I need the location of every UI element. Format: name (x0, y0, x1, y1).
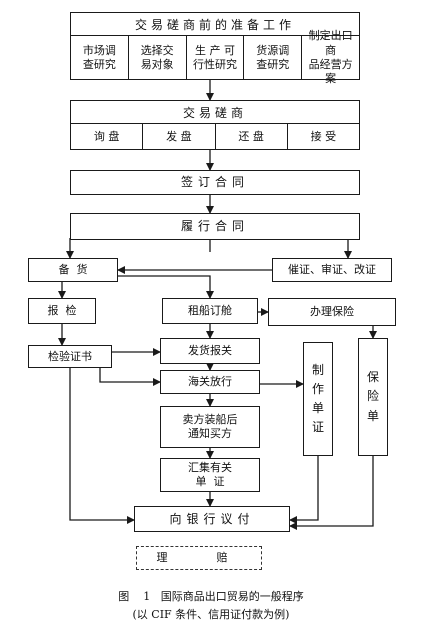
shipping-notice-box: 卖方装船后 通知买方 (160, 406, 260, 448)
figure-caption: 图 1 国际商品出口贸易的一般程序 (118, 590, 304, 603)
preparation-title: 交易磋商前的准备工作 (71, 13, 359, 36)
insurance-box: 办理保险 (268, 298, 396, 326)
negotiation-inquiry: 询 盘 (71, 124, 144, 150)
sign-contract-box: 签订合同 (70, 170, 360, 195)
policy-char-3: 单 (366, 408, 379, 423)
inspection-certificate-box: 检验证书 (28, 345, 112, 368)
negotiation-offer: 发 盘 (143, 124, 216, 150)
make-docs-char-3: 单 (311, 401, 324, 415)
credit-check-box: 催证、审证、改证 (272, 258, 392, 282)
policy-char-1: 保 (366, 370, 379, 385)
claim-box: 理 赔 (136, 546, 262, 570)
prep-item-feasibility: 生 产 可 行性研究 (187, 36, 245, 80)
prep-item-supply-research: 货源调 查研究 (244, 36, 303, 80)
inspection-box: 报 检 (28, 298, 96, 324)
prep-item-select-partner: 选择交 易对象 (129, 36, 187, 80)
preparation-box: 交易磋商前的准备工作 市场调 查研究 选择交 易对象 生 产 可 行性研究 货源… (70, 12, 360, 86)
charter-booking-box: 租船订舱 (162, 298, 258, 324)
negotiation-acceptance: 接 受 (310, 129, 337, 143)
make-docs-char-4: 证 (311, 420, 324, 435)
prep-item-business-plan: 制定出口商 品经营方案 (308, 29, 353, 86)
perform-contract-box: 履行合同 (70, 213, 360, 240)
prepare-goods-box: 备 货 (28, 258, 118, 282)
make-docs-char-1: 制 (311, 362, 324, 377)
policy-char-2: 险 (366, 389, 379, 404)
customs-release-box: 海关放行 (160, 370, 260, 394)
customs-declaration-box: 发货报关 (160, 338, 260, 364)
make-documents-box: 制 作 单 证 (303, 342, 333, 456)
bank-negotiation-box: 向银行议付 (134, 506, 290, 532)
prep-item-market-research: 市场调 查研究 (71, 36, 129, 80)
make-docs-char-2: 作 (311, 381, 324, 396)
collect-documents-box: 汇集有关 单 证 (160, 458, 260, 492)
negotiation-title: 交易磋商 (71, 101, 359, 124)
figure-subcaption: (以 CIF 条件、信用证付款为例) (132, 608, 290, 621)
negotiation-counter-offer: 还 盘 (216, 124, 288, 150)
insurance-policy-box: 保 险 单 (358, 338, 388, 456)
negotiation-box: 交易磋商 询 盘 发 盘 还 盘 接 受 (70, 100, 360, 150)
